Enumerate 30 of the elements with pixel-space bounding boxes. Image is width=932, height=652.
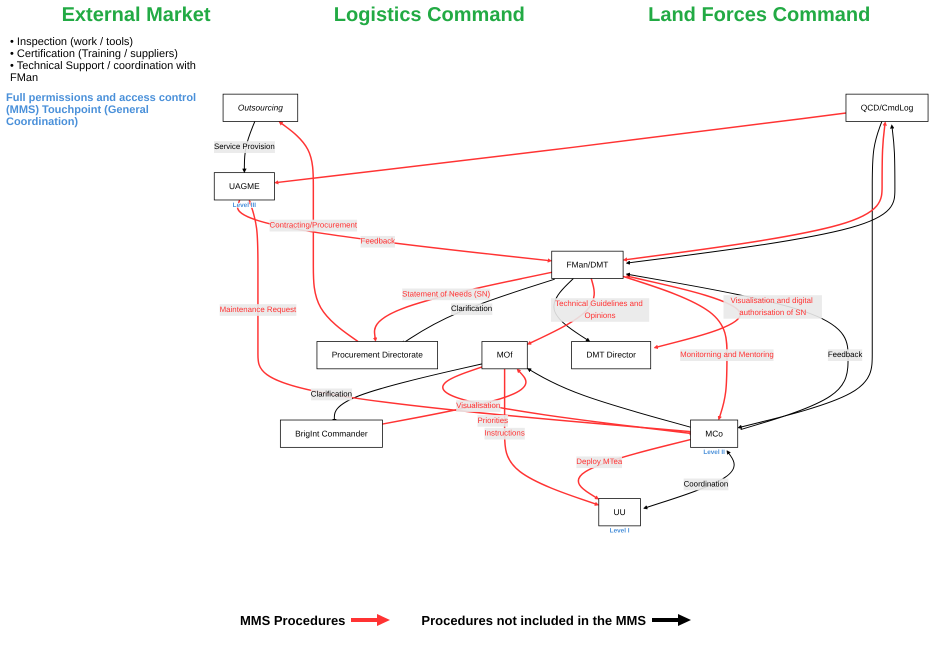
arrow (382, 368, 527, 425)
node-box: UAGME (214, 172, 275, 200)
column-heading: Logistics Command (334, 4, 525, 26)
node-box: DMT Director (571, 341, 652, 370)
arrow (643, 450, 735, 510)
node-box: UU (598, 498, 641, 526)
arrow (274, 112, 846, 184)
node-box: MOf (482, 341, 528, 370)
legend-text: MMS Procedures (240, 612, 346, 628)
bullet-item: • Technical Support / coordination with FMan (10, 60, 197, 84)
arrow (278, 121, 358, 342)
arrow (236, 200, 552, 263)
column-heading: Land Forces Command (648, 4, 870, 26)
arrow (372, 272, 552, 342)
legend-text: Procedures not included in the MMS (421, 612, 646, 628)
node-box: QCD/CmdLog (846, 94, 928, 122)
arrow (504, 368, 599, 506)
node-box: Procurement Directorate (316, 341, 438, 370)
arrow (248, 200, 691, 432)
bullet-item: • Certification (Training / suppliers) (10, 48, 179, 60)
column-heading: External Market (62, 4, 211, 26)
arrow (622, 276, 728, 420)
arrow (738, 120, 882, 429)
bullet-item: • Inspection (work / tools) (10, 36, 134, 48)
node-box: FMan/DMT (551, 250, 624, 279)
node-box: MCo (690, 420, 738, 448)
node-box: BrigInt Commander (280, 420, 383, 448)
annotation-text: Full permissions and access control (MMS) Touchpoint (General Coordination) (6, 92, 198, 128)
arrow (527, 368, 692, 428)
node-box: Outsourcing (222, 94, 298, 122)
